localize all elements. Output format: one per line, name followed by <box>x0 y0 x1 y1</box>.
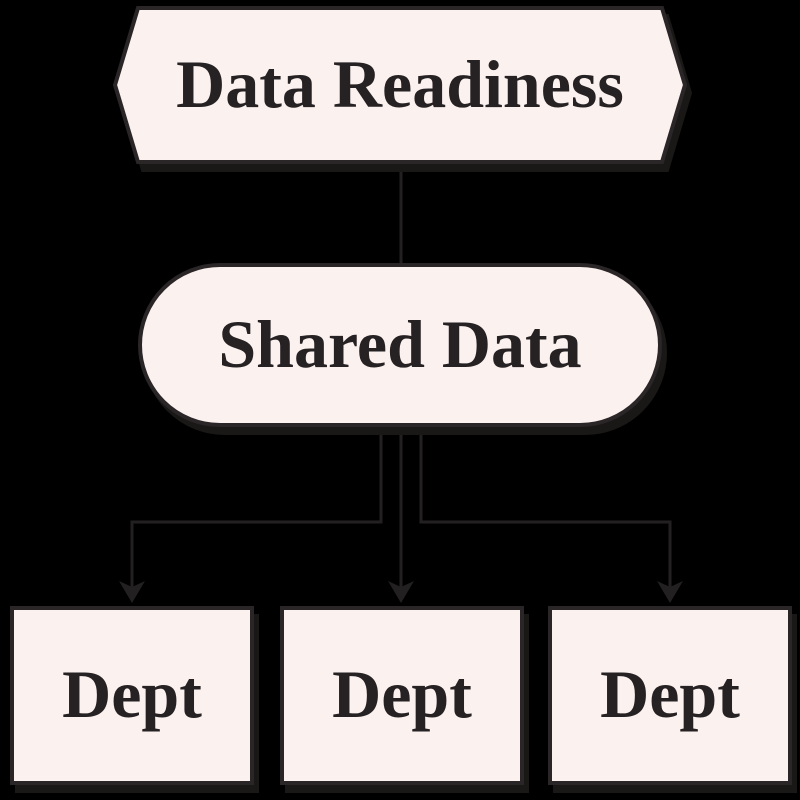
stadium-shape <box>138 263 662 427</box>
arrowhead-down-icon <box>657 581 683 603</box>
node-label: Dept <box>600 656 740 732</box>
edge-shared-to-dept-1 <box>119 425 383 603</box>
edge-shared-to-dept-3 <box>419 425 683 603</box>
node-shared-data: Shared Data <box>138 263 662 427</box>
edge-line <box>419 425 672 598</box>
node-data-readiness: Data Readiness <box>112 6 688 164</box>
node-dept-1: Dept <box>10 606 254 785</box>
hexagon-shape <box>112 6 688 164</box>
edges <box>119 158 683 603</box>
arrowhead-down-icon <box>388 581 414 603</box>
node-label: Shared Data <box>218 306 581 382</box>
node-label: Data Readiness <box>176 46 624 122</box>
edge-shared-to-dept-2 <box>388 425 414 603</box>
node-label: Dept <box>62 656 202 732</box>
rectangle-shape <box>280 606 524 785</box>
node-dept-3: Dept <box>548 606 792 785</box>
node-dept-2: Dept <box>280 606 524 785</box>
node-label: Dept <box>332 656 472 732</box>
rectangle-shape <box>10 606 254 785</box>
edge-line <box>130 425 383 598</box>
rectangle-shape <box>548 606 792 785</box>
arrowhead-down-icon <box>119 581 145 603</box>
